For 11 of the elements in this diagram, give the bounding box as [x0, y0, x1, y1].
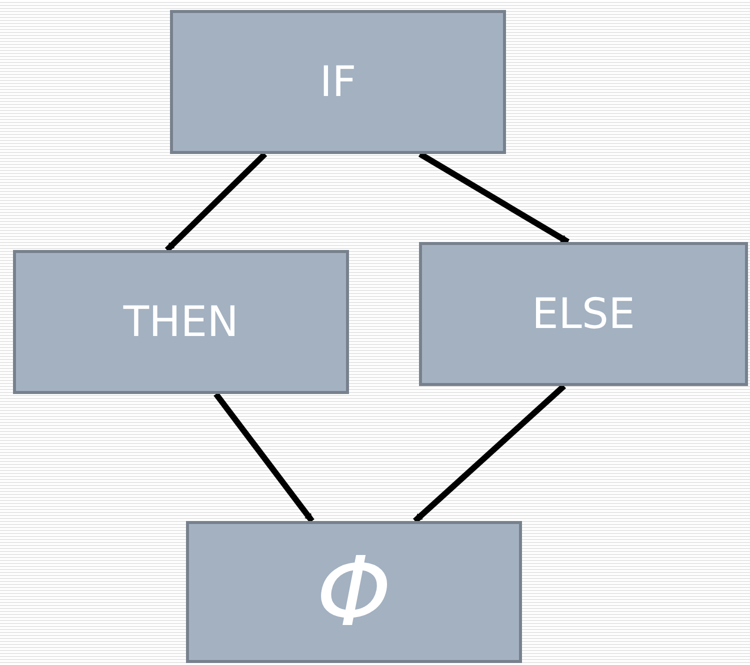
arrow — [214, 392, 314, 523]
arrow — [412, 384, 566, 524]
arrow — [164, 152, 268, 252]
symbol-label: Φ — [316, 544, 392, 640]
process-box — [170, 10, 506, 154]
box-label: IF — [320, 61, 356, 103]
process-box — [13, 250, 349, 394]
process-box — [419, 242, 748, 386]
box-label: ELSE — [532, 293, 636, 335]
process-box — [186, 521, 522, 663]
box-label: THEN — [123, 301, 239, 343]
